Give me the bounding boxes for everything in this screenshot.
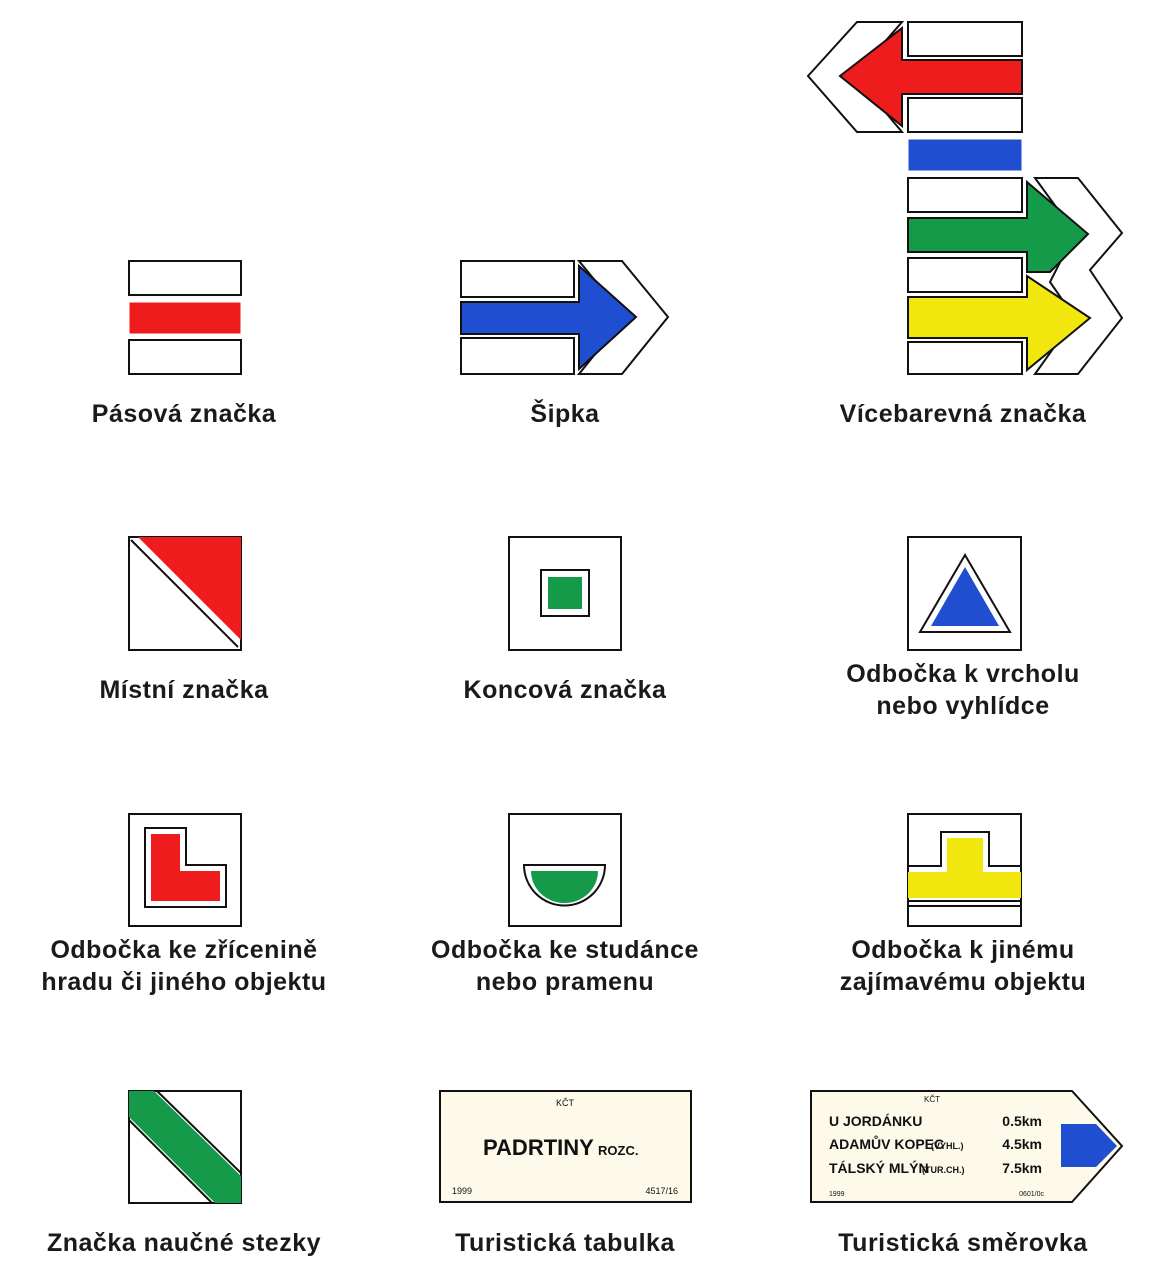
vrchol-caption: Odbočka k vrcholu nebo vyhlídce: [813, 658, 1113, 722]
mistni-znacka-caption: Místní značka: [34, 674, 334, 706]
smerovka-row-1-name: U JORDÁNKU: [829, 1113, 922, 1129]
tabulka-header: KČT: [556, 1098, 575, 1108]
pasova-znacka-caption: Pásová značka: [34, 398, 334, 430]
smerovka-code: 0601/0c: [1019, 1191, 1044, 1198]
caption-line-1: Odbočka k jinému: [851, 936, 1075, 964]
naucna-caption: Značka naučné stezky: [34, 1227, 334, 1259]
caption-line: Místní značka: [99, 676, 269, 704]
tabulka-caption: Turistická tabulka: [415, 1227, 715, 1259]
naucna-symbol: [0, 0, 242, 1204]
studanka-symbol: [0, 0, 622, 927]
caption-line-2: nebo pramenu: [475, 968, 655, 996]
smerovka-row-3-name: TÁLSKÝ MLÝN: [829, 1159, 929, 1176]
smerovka-caption: Turistická směrovka: [813, 1227, 1113, 1259]
smerovka-symbol: KČT U JORDÁNKU 0.5km ADAMŮV KOPEC (VYHL.…: [0, 0, 1124, 1203]
caption-line-2: hradu či jiného objektu: [41, 968, 327, 996]
koncova-znacka-caption: Koncová značka: [415, 674, 715, 706]
objekt-caption: Odbočka k jinému zajímavému objektu: [813, 934, 1113, 998]
caption-line-2: nebo vyhlídce: [876, 692, 1050, 720]
smerovka-row-2-name: ADAMŮV KOPEC: [829, 1134, 944, 1152]
zricenina-caption: Odbočka ke zřícenině hradu či jiného obj…: [34, 934, 334, 998]
caption-line-2: zajímavému objektu: [839, 968, 1087, 996]
studanka-caption: Odbočka ke studánce nebo pramenu: [415, 934, 715, 998]
caption-line: Koncová značka: [463, 676, 667, 704]
objekt-symbol: [0, 0, 1022, 927]
sipka-symbol: [0, 0, 670, 375]
pasova-znacka-symbol: [0, 0, 242, 375]
tabulka-code: 4517/16: [645, 1186, 678, 1196]
vicebarevna-caption: Vícebarevná značka: [813, 398, 1113, 430]
smerovka-row-3-note: (TUR.CH.): [922, 1165, 965, 1175]
caption-line: Značka naučné stezky: [46, 1229, 321, 1257]
tabulka-place: PADRTINY: [483, 1135, 594, 1160]
sipka-caption: Šipka: [415, 398, 715, 430]
vicebarevna-symbol: [0, 0, 1124, 375]
mistni-znacka-symbol: [0, 0, 242, 651]
koncova-znacka-symbol: [0, 0, 622, 651]
tabulka-symbol: KČT PADRTINY ROZC. 1999 4517/16: [0, 0, 692, 1203]
caption-line-1: Odbočka ke zřícenině: [50, 936, 318, 964]
caption-line: Turistická směrovka: [838, 1229, 1088, 1257]
caption-line: Turistická tabulka: [455, 1229, 675, 1257]
smerovka-year: 1999: [829, 1191, 845, 1198]
tabulka-suffix: ROZC.: [598, 1143, 638, 1158]
smerovka-row-2-distance: 4.5km: [1002, 1136, 1042, 1152]
caption-line: Vícebarevná značka: [839, 400, 1087, 428]
caption-line: Pásová značka: [91, 400, 277, 428]
caption-line: Šipka: [530, 400, 600, 428]
caption-line-1: Odbočka k vrcholu: [846, 660, 1080, 688]
smerovka-row-1-distance: 0.5km: [1002, 1113, 1042, 1129]
caption-line-1: Odbočka ke studánce: [431, 936, 699, 964]
smerovka-header: KČT: [924, 1095, 940, 1104]
vrchol-symbol: [0, 0, 1022, 651]
zricenina-symbol: [0, 0, 242, 927]
tabulka-year: 1999: [452, 1186, 472, 1196]
smerovka-row-2-note: (VYHL.): [931, 1141, 964, 1151]
smerovka-row-3-distance: 7.5km: [1002, 1160, 1042, 1176]
